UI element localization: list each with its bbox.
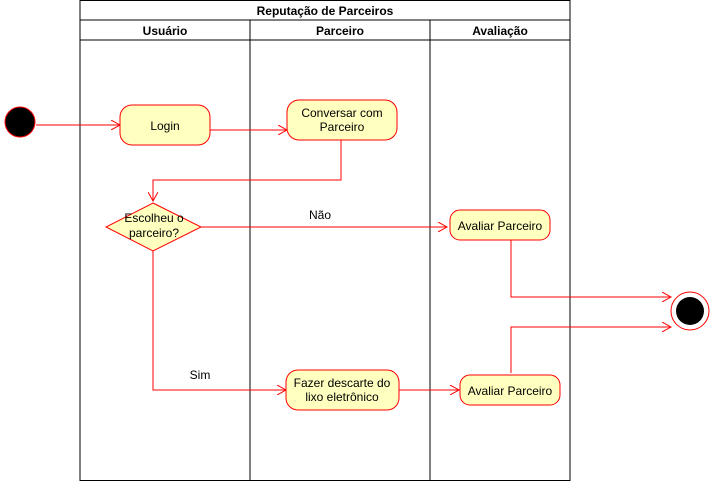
flow-avaliar-top-to-end [510,240,671,297]
edge-label-sim: Sim [190,368,211,382]
decision-node: Escolheu o parceiro? [104,202,203,252]
activity-conversar-shape [286,99,398,141]
flow-conversar-to-decision [153,140,342,201]
activity-avaliar-bottom-label: Avaliar Parceiro [468,384,553,398]
lane-header-usuario: Usuário [143,24,188,38]
decision-label-line2: parceiro? [129,226,179,240]
activity-login-label: Login [150,119,179,133]
flow-avaliar-bottom-to-end [510,327,671,373]
flows [36,125,671,390]
activity-avaliar-top-label: Avaliar Parceiro [458,219,543,233]
activity-avaliar-bottom: Avaliar Parceiro [459,374,561,406]
activity-descarte: Fazer descarte do lixo eletrônico [285,369,400,411]
edge-label-nao: Não [309,208,331,222]
activity-login: Login [119,104,211,146]
activity-descarte-shape [285,369,400,411]
activity-avaliar-top: Avaliar Parceiro [449,209,551,241]
activity-conversar-label-line2: Parceiro [320,120,365,134]
decision-label-line1: Escolheu o [124,211,184,225]
lane-header-parceiro: Parceiro [316,24,364,38]
activity-avaliar-bottom-shape [459,374,561,406]
activity-avaliar-top-shape [449,209,551,241]
activity-descarte-label-line2: lixo eletrônico [305,390,379,404]
decision-shape [104,202,203,252]
activity-login-shape [119,104,211,146]
start-node [4,106,36,138]
end-node [670,291,710,331]
activity-descarte-label-line1: Fazer descarte do [294,376,391,390]
end-node-core [676,297,704,325]
activity-conversar: Conversar com Parceiro [286,99,398,141]
lane-header-avaliacao: Avaliação [472,24,528,38]
pool-title: Reputação de Parceiros [257,4,394,18]
activity-conversar-label-line1: Conversar com [301,106,382,120]
flow-decision-sim [152,250,286,390]
